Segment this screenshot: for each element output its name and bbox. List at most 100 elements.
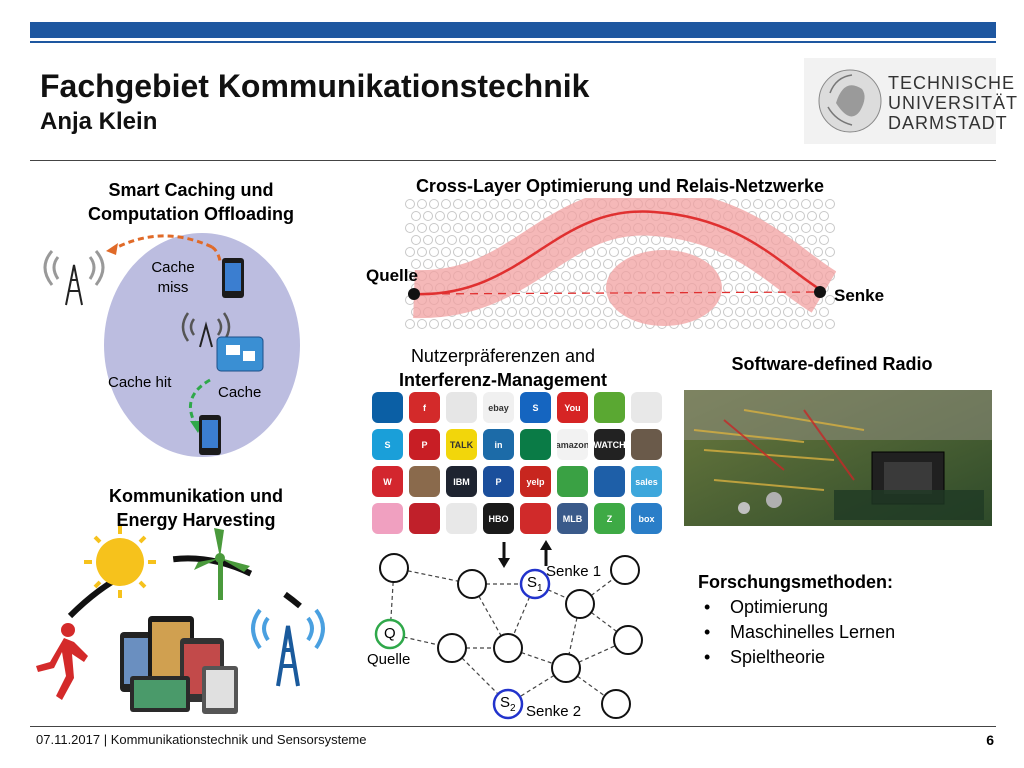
relay-dot — [477, 199, 487, 209]
relay-dot — [639, 235, 649, 245]
footer-text: 07.11.2017 | Kommunikationstechnik und S… — [36, 732, 367, 747]
blank-app-icon — [446, 392, 477, 423]
relay-dot — [531, 307, 541, 317]
relay-dot — [513, 223, 523, 233]
relay-dot — [789, 319, 799, 329]
relay-dot — [573, 271, 583, 281]
relay-dot — [537, 319, 547, 329]
voice-memo-icon — [446, 503, 477, 534]
cache-miss-label: Cache miss — [151, 259, 195, 296]
relay-dot — [735, 307, 745, 317]
relay-dot — [471, 235, 481, 245]
relay-dot — [423, 211, 433, 221]
relay-node — [610, 555, 640, 585]
walgreens-icon: W — [372, 466, 403, 497]
relay-dot — [705, 319, 715, 329]
relay-dot — [789, 199, 799, 209]
relay-dot — [585, 295, 595, 305]
q-label: Q — [384, 625, 396, 642]
relay-dot — [519, 307, 529, 317]
sdr-heading: Software-defined Radio — [731, 354, 933, 374]
relay-dot — [417, 199, 427, 209]
relay-dot — [741, 199, 751, 209]
relay-dot — [555, 283, 565, 293]
box-icon: box — [631, 503, 662, 534]
crosslayer-heading: Cross-Layer Optimierung und Relais-Netzw… — [415, 176, 825, 196]
relay-dot — [423, 235, 433, 245]
relay-dot — [753, 319, 763, 329]
relay-dot — [489, 199, 499, 209]
energy-harvesting-illustration — [36, 526, 325, 714]
methods-list: Optimierung Maschinelles Lernen Spielthe… — [698, 595, 895, 670]
relay-dot — [417, 319, 427, 329]
amazon-icon: amazon — [557, 429, 588, 460]
athena-logo-icon — [818, 69, 882, 133]
relay-dot — [531, 211, 541, 221]
relay-dot — [405, 199, 415, 209]
relay-dot — [429, 319, 439, 329]
relay-dot — [759, 307, 769, 317]
relay-dot — [465, 319, 475, 329]
yelp-icon: yelp — [520, 466, 551, 497]
relay-dot — [585, 271, 595, 281]
footer-divider — [30, 726, 996, 727]
relay-dot — [747, 283, 757, 293]
relay-dot — [711, 307, 721, 317]
relay-dot — [465, 199, 475, 209]
relay-dot — [513, 199, 523, 209]
relay-network-field — [405, 198, 836, 329]
relay-dot — [417, 247, 427, 257]
relay-dot — [741, 319, 751, 329]
hbo-go-icon: HBO — [483, 503, 514, 534]
relay-dot — [435, 259, 445, 269]
relay-dot — [489, 223, 499, 233]
paypal-icon: P — [483, 466, 514, 497]
relay-dot — [561, 271, 571, 281]
preferences-heading-line1: Nutzerpräferenzen and — [410, 346, 596, 366]
relay-dot — [549, 295, 559, 305]
relay-dot — [813, 319, 823, 329]
page-number: 6 — [986, 732, 994, 748]
caching-heading-line2: Computation Offloading — [88, 204, 294, 224]
s1-label: S1 — [527, 574, 543, 594]
relay-dot — [405, 319, 415, 329]
relay-dot — [483, 307, 493, 317]
relay-dot — [795, 211, 805, 221]
relay-dot — [597, 247, 607, 257]
relay-dot — [819, 211, 829, 221]
caching-heading-line1: Smart Caching und — [108, 180, 274, 200]
relay-dot — [753, 199, 763, 209]
relay-dot — [819, 235, 829, 245]
methods-title: Forschungsmethoden: — [698, 572, 894, 592]
relay-dot — [579, 307, 589, 317]
arrow-head-icon — [106, 243, 118, 255]
relay-dot — [783, 307, 793, 317]
relay-dot — [489, 319, 499, 329]
relay-dot — [543, 283, 553, 293]
relay-dot — [825, 319, 835, 329]
relay-dot — [567, 283, 577, 293]
relay-dot — [771, 211, 781, 221]
relay-dot — [591, 307, 601, 317]
pinterest-icon: P — [409, 429, 440, 460]
dominos-icon — [372, 392, 403, 423]
relay-dot — [693, 247, 703, 257]
nike-run-icon — [409, 503, 440, 534]
relay-dot — [717, 319, 727, 329]
relay-dot — [441, 247, 451, 257]
relay-dot — [747, 307, 757, 317]
quelle-label: Quelle — [367, 651, 411, 668]
relay-dot — [783, 211, 793, 221]
game-center-icon — [372, 503, 403, 534]
relay-dot — [495, 235, 505, 245]
relay-dot — [453, 199, 463, 209]
relay-dot — [453, 319, 463, 329]
relay-dot — [813, 223, 823, 233]
relay-dot — [465, 247, 475, 257]
relay-dot — [537, 295, 547, 305]
relay-dot — [741, 295, 751, 305]
maps-pin-icon — [594, 392, 625, 423]
relay-dot — [513, 319, 523, 329]
relay-dot — [729, 271, 739, 281]
relay-dot — [795, 235, 805, 245]
